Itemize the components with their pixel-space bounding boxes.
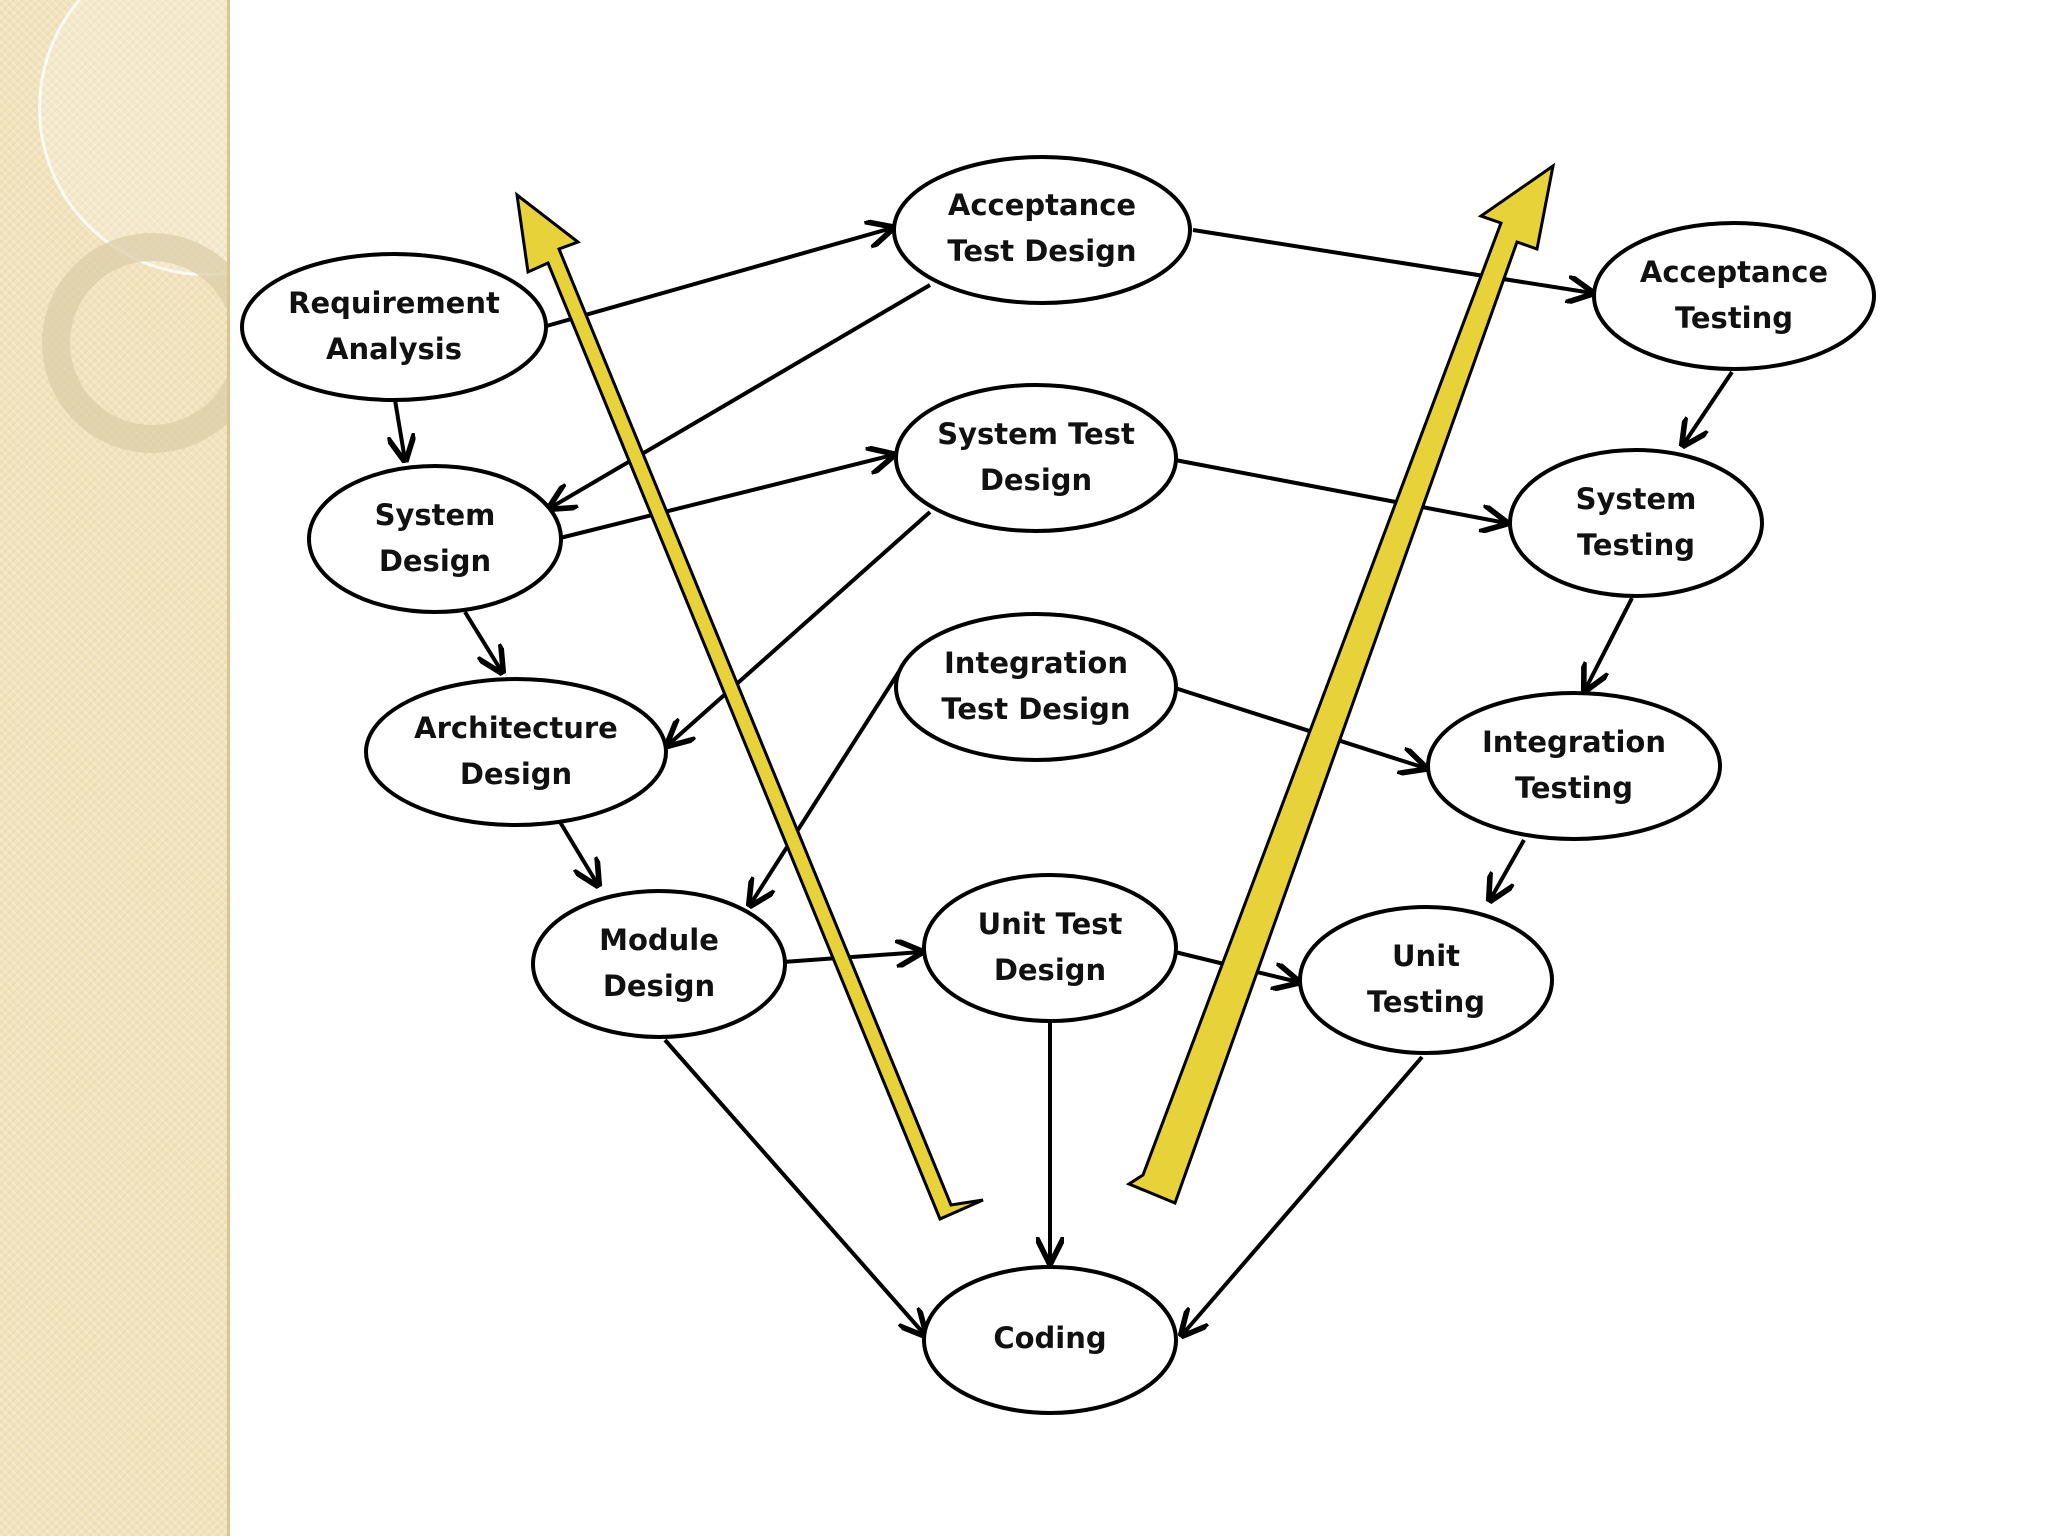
node-label: Design xyxy=(460,757,572,791)
arrow-module-to-unit-test-design xyxy=(782,952,921,962)
node-label: Acceptance xyxy=(1640,255,1828,289)
node-integration-test-design: Integration Test Design xyxy=(894,612,1178,762)
node-system-test-design: System Test Design xyxy=(894,383,1178,533)
node-label: Design xyxy=(980,463,1092,497)
node-architecture-design: Architecture Design xyxy=(364,677,668,827)
arrow-requirement-to-system-design xyxy=(395,399,405,460)
sidebar-edge xyxy=(227,0,230,1536)
node-label: Testing xyxy=(1367,985,1485,1019)
node-label: Design xyxy=(603,969,715,1003)
node-unit-test-design: Unit Test Design xyxy=(922,873,1178,1023)
node-acceptance-testing: Acceptance Testing xyxy=(1592,221,1876,371)
node-integration-testing: Integration Testing xyxy=(1426,691,1722,841)
arrow-acceptance-testing-to-system-testing xyxy=(1683,370,1734,445)
node-system-design: System Design xyxy=(307,464,563,614)
arrow-system-test-design-to-architecture xyxy=(668,510,932,745)
node-acceptance-test-design: Acceptance Test Design xyxy=(892,155,1192,305)
big-arrows xyxy=(514,162,1556,1221)
node-label: System xyxy=(1576,482,1697,516)
node-label: Acceptance xyxy=(948,188,1136,222)
node-label: Module xyxy=(599,923,719,957)
arrow-module-to-coding xyxy=(663,1038,925,1335)
arrow-requirement-to-acceptance-test-design xyxy=(542,228,892,329)
arrow-system-test-design-to-system-testing xyxy=(1174,458,1506,523)
arrow-acceptance-test-design-to-acceptance-testing xyxy=(1192,228,1592,293)
arrow-system-design-to-architecture xyxy=(463,610,502,672)
arrow-system-design-to-system-test-design xyxy=(559,455,893,540)
node-label: Design xyxy=(994,953,1106,987)
node-label: Requirement xyxy=(288,286,500,320)
node-label: Unit Test xyxy=(978,907,1123,941)
node-module-design: Module Design xyxy=(531,889,787,1039)
node-label: Test Design xyxy=(947,234,1136,268)
arrow-integration-testing-to-unit-testing xyxy=(1490,839,1526,900)
arrow-unit-testing-to-coding xyxy=(1182,1055,1424,1335)
node-label: Design xyxy=(379,544,491,578)
node-label: Integration xyxy=(1482,725,1666,759)
node-coding: Coding xyxy=(922,1265,1178,1415)
arrow-acceptance-test-design-to-system-design xyxy=(550,283,932,508)
node-label: System Test xyxy=(937,417,1135,451)
node-unit-testing: Unit Testing xyxy=(1298,905,1554,1055)
node-system-testing: System Testing xyxy=(1508,448,1764,598)
node-label: Analysis xyxy=(326,332,462,366)
node-requirement-analysis: Requirement Analysis xyxy=(240,252,548,402)
arrow-system-testing-to-integration-testing xyxy=(1585,597,1634,690)
left-big-arrow xyxy=(514,191,984,1221)
arrow-integration-test-design-to-integration-testing xyxy=(1174,686,1425,768)
node-label: Testing xyxy=(1577,528,1695,562)
node-label: Testing xyxy=(1675,301,1793,335)
node-label: Testing xyxy=(1515,771,1633,805)
arrow-architecture-to-module xyxy=(558,820,598,885)
sidebar-decoration xyxy=(0,0,227,1536)
node-label: Unit xyxy=(1392,939,1460,973)
node-label: Test Design xyxy=(941,692,1130,726)
arrow-integration-test-design-to-module xyxy=(750,668,902,905)
flow-arrows xyxy=(395,228,1734,1335)
node-label: Architecture xyxy=(414,711,618,745)
right-big-arrow xyxy=(1125,162,1556,1205)
node-label: System xyxy=(375,498,496,532)
node-label: Coding xyxy=(993,1321,1106,1355)
node-label: Integration xyxy=(944,646,1128,680)
